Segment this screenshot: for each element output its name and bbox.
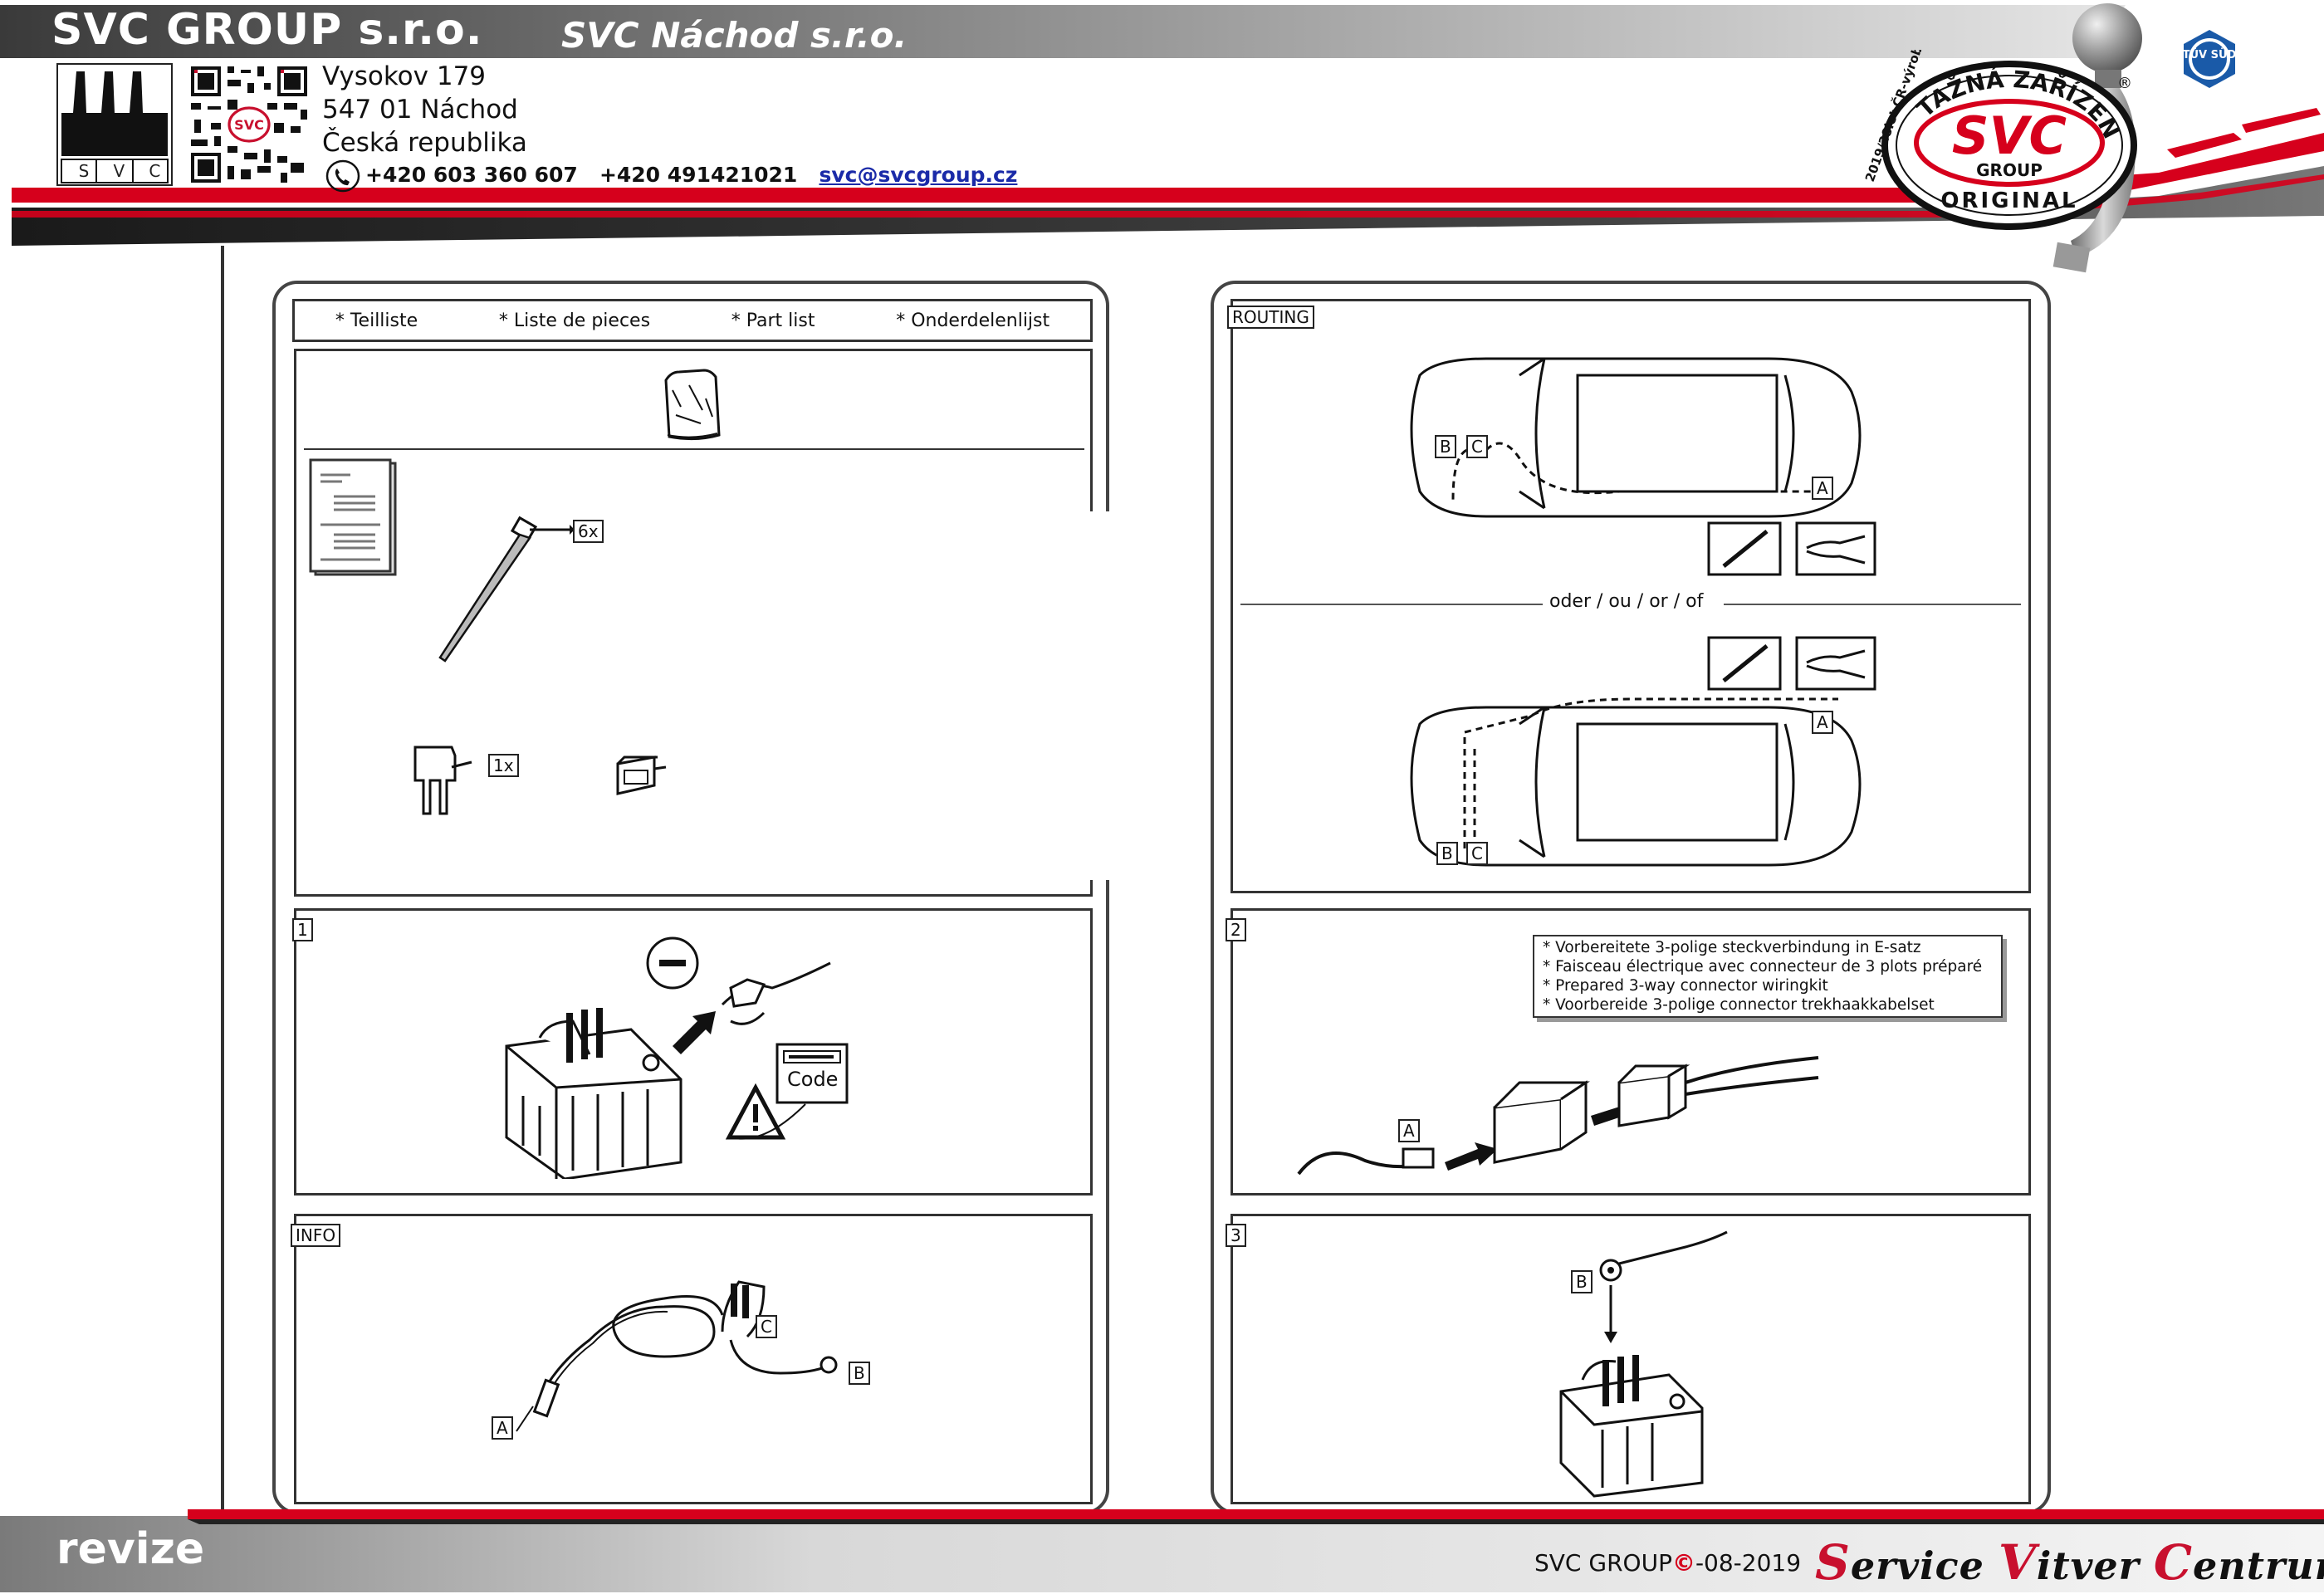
step3-number: 3 [1226,1224,1246,1247]
badge-registered: ® [2117,75,2132,92]
phone-secondary[interactable]: +420 491421021 [599,163,798,187]
footer-banner [0,1509,2324,1592]
fuse-icon [413,746,472,815]
website-link[interactable]: www.svcgroup.cz [1725,221,1970,250]
phone-primary[interactable]: +420 603 360 607 [365,163,578,187]
battery-ground-illustration [1559,1230,1728,1498]
routing2-label-a: A [1812,711,1833,734]
fuse-qty: 1x [488,754,519,777]
brand-word-service: ervice [1850,1543,1984,1588]
copyright-text: SVC GROUP©-08-2019 [1534,1549,1801,1577]
battery-disconnect-illustration [505,936,849,1179]
code-label: Code [787,1068,839,1091]
parts-language-bar: * Teilliste * Liste de pieces * Part lis… [292,299,1093,342]
step1-panel [294,908,1093,1196]
parts-divider [304,448,1084,450]
qr-code-icon[interactable]: SVC [188,63,311,186]
routing2-label-c: C [1466,842,1488,865]
routing2-tools-icon [1707,636,1876,691]
phone-icon [325,159,360,193]
tuv-badge-icon: TÜV SÜD [2183,30,2237,88]
cable-tie-qty: 6x [573,520,604,543]
contact-line: +420 603 360 607 +420 491421021 svc@svcg… [365,163,1017,187]
info-panel [294,1214,1093,1504]
fuse-holder-icon [616,755,667,795]
step3-label-b: B [1571,1270,1593,1293]
lang-de: * Teilliste [335,310,418,331]
info-label-c: C [756,1315,777,1338]
company-name: SVC GROUP s.r.o. [51,5,483,55]
note-fr: * Faisceau électrique avec connecteur de… [1543,958,1983,975]
factory-logo-icon [56,63,173,186]
routing-separator-line-right [1724,604,2021,605]
copyright-icon: © [1671,1549,1695,1577]
note-de: * Vorbereitete 3-polige steckverbindung … [1543,939,1921,956]
header-banner [0,5,2324,246]
badge-original: ORIGINAL [1940,188,2077,213]
step2-number: 2 [1226,918,1246,941]
brand-word-centrum: entrum [2193,1543,2324,1588]
address-city: 547 01 Náchod [322,95,518,125]
email-link[interactable]: svc@svcgroup.cz [819,163,1018,187]
svg-text:SVC: SVC [234,117,264,133]
brand-word-vitver: itver [2036,1543,2140,1588]
revize-label: revize [56,1524,205,1574]
note-en: * Prepared 3-way connector wiringkit [1543,977,1828,995]
parts-blank-area [674,511,1123,880]
address-street: Vysokov 179 [322,61,487,91]
copyright-date: -08-2019 [1695,1549,1802,1577]
address-country: Česká republika [322,128,527,158]
info-label: INFO [291,1224,341,1247]
wiring-harness-illustration [516,1280,838,1432]
lang-fr: * Liste de pieces [498,310,651,331]
logo-letter-c: C [149,161,161,181]
routing-separator-line-left [1240,604,1543,605]
logo-letter-s: S [78,161,90,181]
routing-label: ROUTING [1227,306,1314,329]
brand-cap-v: V [1998,1534,2037,1591]
badge-group: GROUP [1976,160,2043,180]
note-nl: * Voorbereide 3-polige connector trekhaa… [1543,996,1935,1014]
car-top-view-routing-2 [1410,697,1862,867]
routing1-tools-icon [1707,521,1876,576]
routing2-label-b: B [1436,842,1458,865]
subsidiary-name: SVC Náchod s.r.o. [561,15,908,56]
car-top-view-routing-1 [1410,357,1862,518]
routing1-label-a: A [1812,477,1833,500]
tuv-text: TÜV SÜD [2183,48,2237,61]
parts-bag-icon [664,369,721,441]
routing1-label-c: C [1466,435,1488,458]
lang-nl: * Onderdelenlijst [896,310,1050,331]
routing-panel [1230,299,2031,893]
badge-brand: SVC [1952,105,2067,166]
svc-badge-icon: TAŽNÁ ZAŘÍZENÍ SVC GROUP ORIGINAL ® 2019… [1852,50,2137,230]
routing1-label-b: B [1435,435,1456,458]
info-label-b: B [849,1362,870,1385]
info-label-a: A [492,1416,513,1440]
step2-panel [1230,908,2031,1196]
cable-tie-icon [438,516,575,663]
manual-document-icon [309,458,397,576]
copyright-company: SVC GROUP [1534,1549,1672,1577]
brand-cap-c: C [2153,1534,2194,1591]
step2-note-box: * Vorbereitete 3-polige steckverbindung … [1533,935,2003,1018]
service-vitver-centrum-logo: Service Vitver Centrum [1815,1534,2324,1591]
connector-assembly-illustration [1297,1056,1819,1176]
logo-letter-v: V [113,161,125,181]
margin-rule [221,246,224,1516]
lang-en: * Part list [731,310,815,331]
brand-cap-s: S [1815,1534,1851,1591]
step3-panel [1230,1214,2031,1504]
step1-number: 1 [292,918,313,941]
routing-separator-text: oder / ou / or / of [1549,591,1704,612]
step2-label-a: A [1398,1119,1420,1142]
